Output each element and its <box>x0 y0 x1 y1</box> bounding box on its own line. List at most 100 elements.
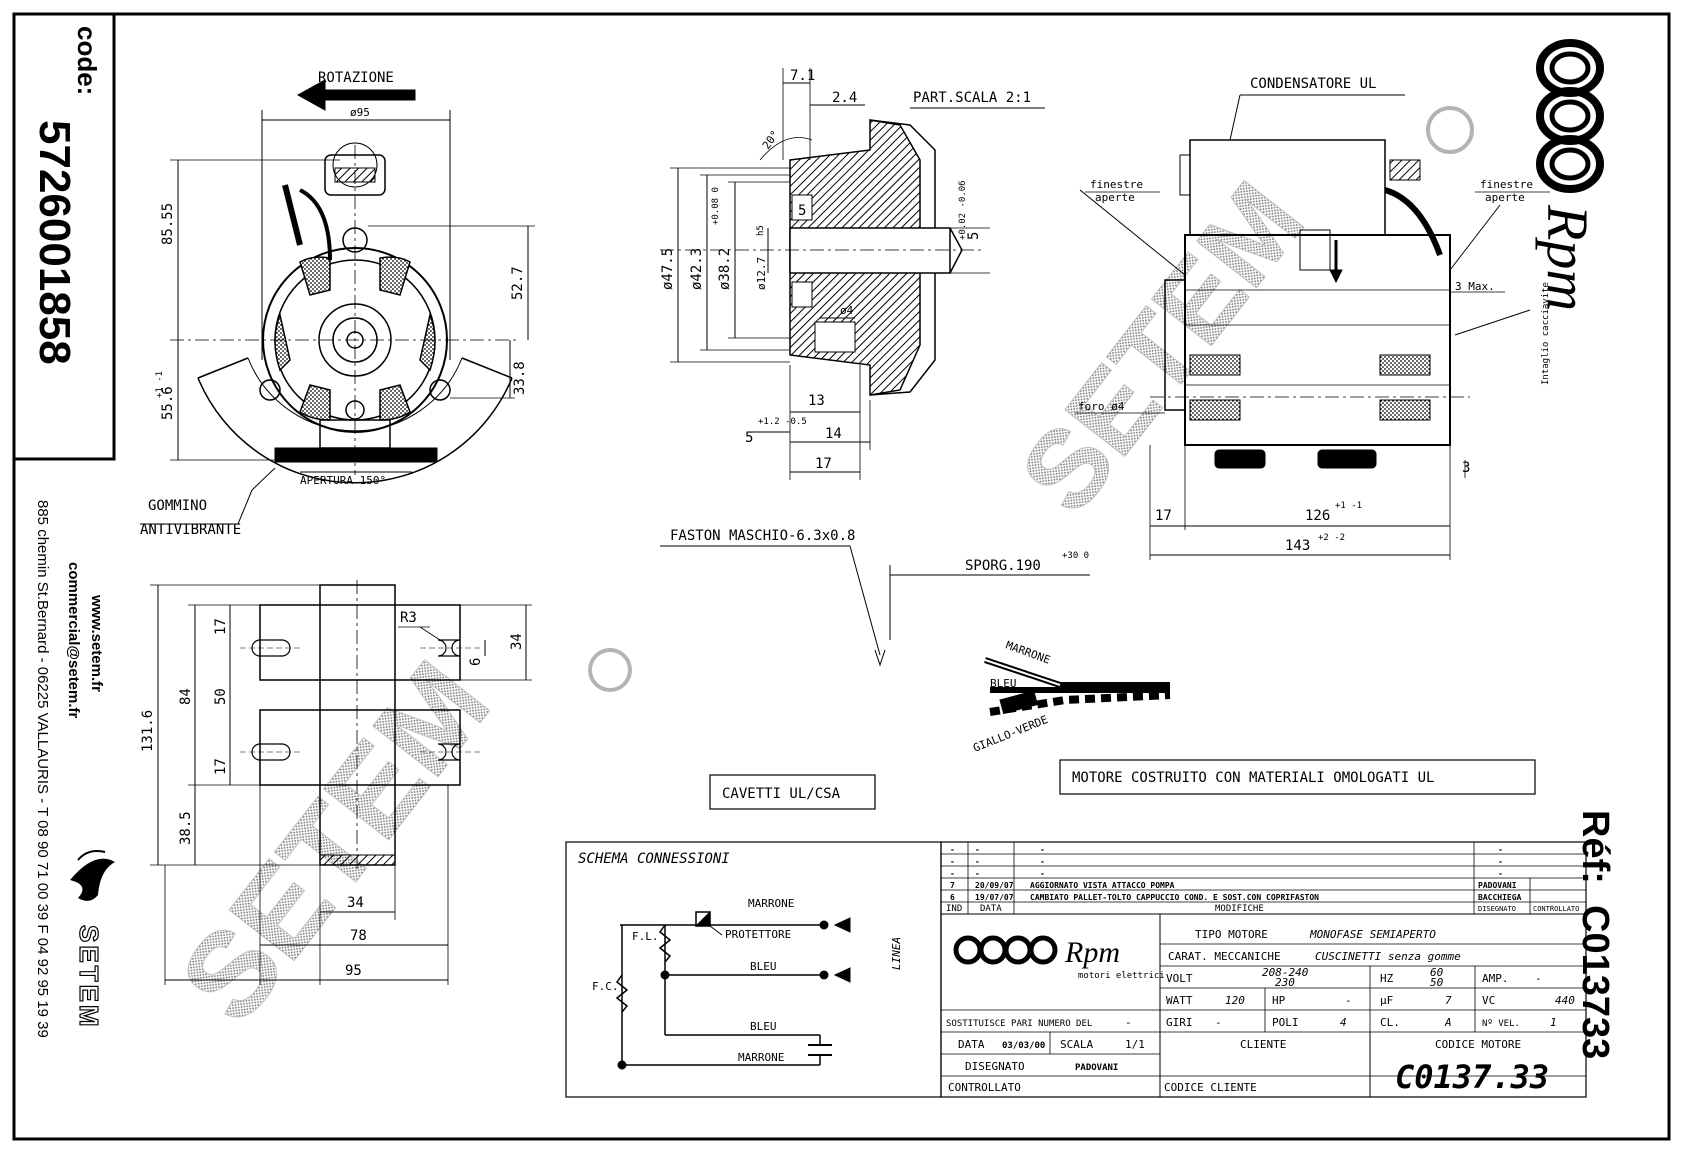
tol-382: +0.08 0 <box>711 187 721 225</box>
mount-label-1: GOMMINO <box>148 498 207 514</box>
windows-right-1: finestre <box>1480 178 1533 191</box>
controllato-label: CONTROLLATO <box>948 1081 1021 1094</box>
revision-date: 20/09/07 <box>975 881 1014 890</box>
revision-by: - <box>1498 857 1503 866</box>
tb-brand: Rpm <box>1064 936 1120 969</box>
schema-fc: F.C. <box>592 980 619 993</box>
volt-value-1: 208-240 <box>1262 966 1309 979</box>
max-label: 3 Max. <box>1455 280 1495 293</box>
dim-50: 50 <box>213 688 229 705</box>
dim-78: 78 <box>350 928 367 944</box>
dim-13: 13 <box>808 393 825 409</box>
h-dis: DISEGNATO <box>1478 905 1516 913</box>
dim-dia95: ø95 <box>350 106 370 119</box>
codice-motore-value: C0137.33 <box>1395 1058 1549 1096</box>
h-ind: IND <box>946 904 962 914</box>
windows-right-2: aperte <box>1485 191 1525 204</box>
revision-n: - <box>950 869 955 878</box>
ul-note: MOTORE COSTRUITO CON MATERIALI OMOLOGATI… <box>1072 770 1434 786</box>
watt-value: 120 <box>1225 994 1245 1007</box>
h-con: CONTROLLATO <box>1533 905 1579 913</box>
dim-3: 3 <box>1462 460 1470 476</box>
giri-label: GIRI <box>1166 1016 1193 1029</box>
disegnato-value: PADOVANI <box>1075 1063 1118 1073</box>
schema-wire-bottom: MARRONE <box>738 1051 784 1064</box>
cut-label: Intaglio cacciavite <box>1541 282 1551 385</box>
spec-block: Rpm motori elettrici TIPO MOTORE MONOFAS… <box>946 928 1575 1096</box>
schema-wire-top: MARRONE <box>748 897 794 910</box>
dim-385: 38.5 <box>178 811 194 845</box>
scala-value: 1/1 <box>1125 1038 1145 1051</box>
dia-382: ø38.2 <box>717 248 733 290</box>
data-value: 03/03/00 <box>1002 1041 1045 1051</box>
revision-desc: CAMBIATO PALLET-TOLTO CAPPUCCIO COND. E … <box>1030 893 1319 902</box>
dim-5-right: 5 <box>966 232 982 240</box>
nvel-value: 1 <box>1550 1016 1557 1029</box>
dim-5b: 5 <box>745 430 753 446</box>
scala-label: SCALA <box>1060 1038 1093 1051</box>
revision-desc: - <box>1040 869 1045 878</box>
side-view: CONDENSATORE UL finestre aperte finestre… <box>1075 76 1551 560</box>
mount-label-2: ANTIVIBRANTE <box>140 522 241 538</box>
address: 885 chemin St.Bernard - 06225 VALLAURIS … <box>34 500 51 1038</box>
r3-label: R3 <box>400 610 417 626</box>
tol-126: +1 -1 <box>1335 501 1362 511</box>
revision-desc: - <box>1040 845 1045 854</box>
schema-protector: PROTETTORE <box>725 928 791 941</box>
amp-label: AMP. <box>1482 972 1509 985</box>
dim-1316: 131.6 <box>140 710 156 752</box>
vc-label: VC <box>1482 994 1495 1007</box>
company-name: SETEM <box>74 925 104 1030</box>
dia-4: ø4 <box>840 304 854 317</box>
website: www.setem.fr <box>88 594 105 692</box>
outer-frame <box>12 12 1671 1141</box>
foot-view: 131.6 84 50 17 17 38.5 R3 6 34 34 78 95 <box>140 580 532 985</box>
dim-5: 5 <box>798 203 806 219</box>
code-label: code: <box>72 26 102 95</box>
vc-value: 440 <box>1555 994 1575 1007</box>
title-block-text: IND DATA MODIFICHE DISEGNATO CONTROLLATO <box>946 904 1579 914</box>
tol-5-right: +0.02 -0.06 <box>958 180 968 240</box>
revision-date: - <box>975 869 980 878</box>
revision-desc: - <box>1040 857 1045 866</box>
dim-71: 7.1 <box>790 68 815 84</box>
dim-126: 126 <box>1305 508 1330 524</box>
ref-label: Réf: <box>1574 810 1616 884</box>
tol-127: h5 <box>756 225 766 236</box>
tol-556: +1 -1 <box>155 371 165 398</box>
dim-17b: 17 <box>213 758 229 775</box>
volt-value-2: 230 <box>1275 976 1295 989</box>
codice-motore-label: CODICE MOTORE <box>1435 1038 1521 1051</box>
rpm-coil-logo-icon <box>1536 39 1604 193</box>
revision-n: 6 <box>950 893 955 902</box>
sporg-tol: +30 0 <box>1062 551 1089 561</box>
dim-17: 17 <box>815 456 832 472</box>
h-mod: MODIFICHE <box>1215 904 1264 914</box>
hole-label: foro ø4 <box>1078 400 1125 413</box>
cl-label: CL. <box>1380 1016 1400 1029</box>
dim-17a: 17 <box>213 618 229 635</box>
cliente-label: CLIENTE <box>1240 1038 1286 1051</box>
email: commercial@setem.fr <box>65 562 82 719</box>
giri-value: - <box>1215 1016 1222 1029</box>
schema-wire-mid: BLEU <box>750 960 777 973</box>
detail-scale: PART.SCALA 2:1 <box>913 90 1031 106</box>
title-block <box>940 841 1587 1098</box>
windows-left-1: finestre <box>1090 178 1143 191</box>
tipo-label: TIPO MOTORE <box>1195 928 1268 941</box>
left-band: code: 5726001858 www.setem.fr commercial… <box>12 12 116 1038</box>
tipo-value: MONOFASE SEMIAPERTO <box>1309 928 1436 941</box>
schema-title: SCHEMA CONNESSIONI <box>578 851 730 867</box>
setem-logo-icon <box>70 850 115 901</box>
cables-label: CAVETTI UL/CSA <box>722 786 841 802</box>
watt-label: WATT <box>1166 994 1193 1007</box>
code-value: 5726001858 <box>30 120 79 365</box>
codice-cliente-label: CODICE CLIENTE <box>1164 1081 1257 1094</box>
volt-label: VOLT <box>1166 972 1193 985</box>
carat-value: CUSCINETTI senza gomme <box>1315 950 1461 963</box>
dim-6: 6 <box>468 658 484 666</box>
hz-value-2: 50 <box>1430 976 1444 989</box>
revision-date: - <box>975 857 980 866</box>
svg-text:SETEM: SETEM <box>997 160 1327 534</box>
